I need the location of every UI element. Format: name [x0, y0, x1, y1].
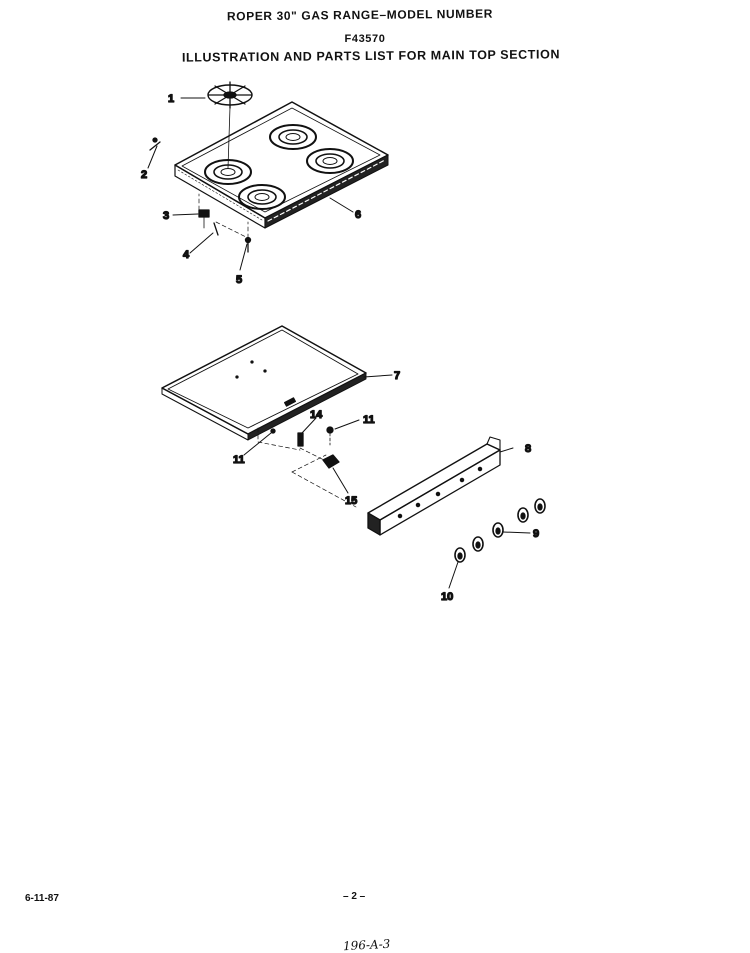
callout-4: 4	[183, 249, 190, 261]
knob-5	[534, 498, 546, 514]
callout-3: 3	[163, 210, 169, 222]
cooktop-main-top	[174, 101, 389, 229]
knob-3	[492, 522, 504, 538]
burner-grate	[207, 81, 253, 109]
callout-6: 6	[355, 209, 361, 221]
part-5-screw	[244, 236, 252, 253]
callout-14: 14	[310, 409, 323, 421]
burner-back-right	[269, 124, 317, 150]
callout-11-right: 11	[363, 414, 375, 426]
part-15-bracket	[322, 454, 340, 469]
footer-handwritten-code: 196-A-3	[342, 936, 391, 953]
part-2-pin	[149, 137, 161, 151]
manifold-assembly-lines	[257, 427, 357, 508]
model-number: F43570	[344, 33, 386, 45]
part-11-screw-right	[326, 426, 334, 446]
burner-right	[306, 148, 354, 174]
callout-10: 10	[441, 591, 453, 603]
main-top-pan	[161, 325, 367, 441]
part-4-clip	[213, 222, 219, 236]
callout-9: 9	[533, 528, 539, 540]
knob-2	[472, 536, 484, 552]
callout-5: 5	[236, 274, 242, 286]
callout-7: 7	[394, 370, 400, 382]
callout-11-left: 11	[233, 454, 245, 466]
part-3-bracket	[198, 209, 210, 229]
knob-1	[454, 547, 466, 563]
knob-4	[517, 507, 529, 523]
part-14-spacer	[297, 432, 304, 447]
leader-lines	[147, 97, 531, 589]
top-assembly-lines	[198, 193, 249, 239]
manifold-panel	[367, 436, 501, 536]
callout-2: 2	[141, 169, 147, 181]
part-11-screw-left	[270, 428, 276, 434]
footer-date: 6-11-87	[25, 893, 59, 904]
grate-leader-line	[227, 106, 231, 169]
callout-15: 15	[345, 495, 357, 507]
burner-front-right	[238, 184, 286, 210]
footer-page-number: – 2 –	[343, 891, 366, 902]
callout-8: 8	[525, 443, 531, 455]
callout-1: 1	[168, 93, 174, 105]
